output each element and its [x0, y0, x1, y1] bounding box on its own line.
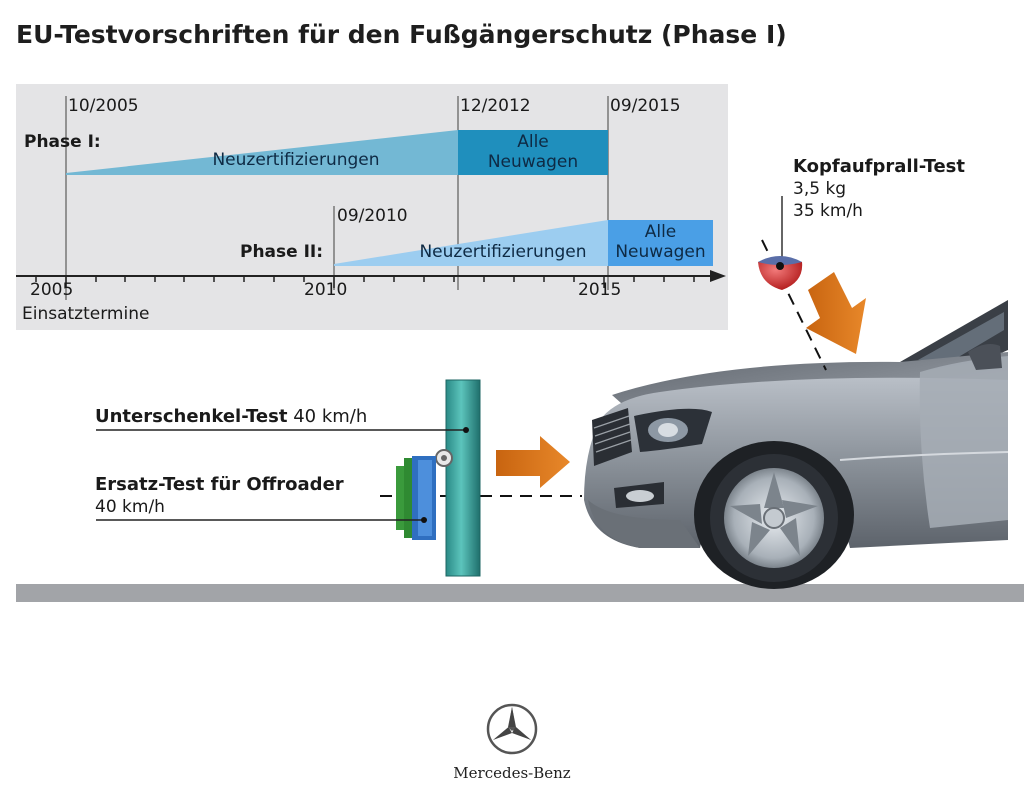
head-impact-title: Kopfaufprall-Test	[793, 156, 965, 177]
phase1-full-label-line1: Alle	[517, 132, 549, 152]
phase2-full-label-line2: Neuwagen	[615, 242, 706, 262]
phase1-full-band	[458, 130, 608, 175]
phase2-label: Phase II:	[240, 242, 324, 262]
ground-strip	[16, 584, 1024, 602]
phase2-start-date: 09/2010	[337, 206, 408, 226]
phase2-full-label-line1: Alle	[644, 222, 677, 242]
phase1-ramp-band	[66, 130, 458, 175]
phase1-end-date: 09/2015	[610, 96, 681, 116]
phase2-ramp-band	[334, 220, 608, 266]
phase1-full-label-line2: Neuwagen	[487, 152, 579, 172]
phase1-start-date: 10/2005	[68, 96, 139, 116]
phase2-ramp-label: Neuzertifizierungen	[419, 242, 587, 262]
lower-leg-test-label: Unterschenkel-Test 40 km/h	[95, 406, 367, 427]
offroader-test-title: Ersatz-Test für Offroader	[95, 474, 344, 495]
timeline-panel	[16, 84, 728, 330]
mercedes-star-logo	[486, 703, 538, 755]
brand-wordmark: Mercedes-Benz	[453, 764, 571, 782]
axis-arrowhead	[710, 270, 726, 282]
head-impactor	[758, 256, 803, 290]
offroader-impactor	[396, 456, 436, 540]
offroader-test-speed: 40 km/h	[95, 497, 165, 517]
phase1-ramp-label: Neuzertifizierungen	[212, 150, 380, 170]
head-impact-speed: 35 km/h	[793, 201, 863, 221]
phase1-mid-date: 12/2012	[460, 96, 531, 116]
leg-impact-arrow	[496, 436, 570, 488]
car-front-illustration	[584, 300, 1009, 589]
axis-year-2005: 2005	[30, 280, 74, 300]
axis-year-2010: 2010	[304, 280, 348, 300]
head-impact-arrow	[806, 272, 866, 354]
phase2-full-band	[608, 220, 713, 266]
head-impact-mass: 3,5 kg	[793, 179, 847, 199]
phase1-label: Phase I:	[24, 132, 101, 152]
axis-year-2015: 2015	[578, 280, 622, 300]
axis-caption: Einsatztermine	[22, 304, 150, 324]
lower-leg-test-speed: 40 km/h	[293, 406, 368, 427]
lower-leg-test-title: Unterschenkel-Test	[95, 406, 288, 427]
leg-impactor-pole	[445, 379, 481, 577]
axis-ticks	[35, 276, 695, 288]
page-title: EU-Testvorschriften für den Fußgängersch…	[16, 20, 787, 49]
